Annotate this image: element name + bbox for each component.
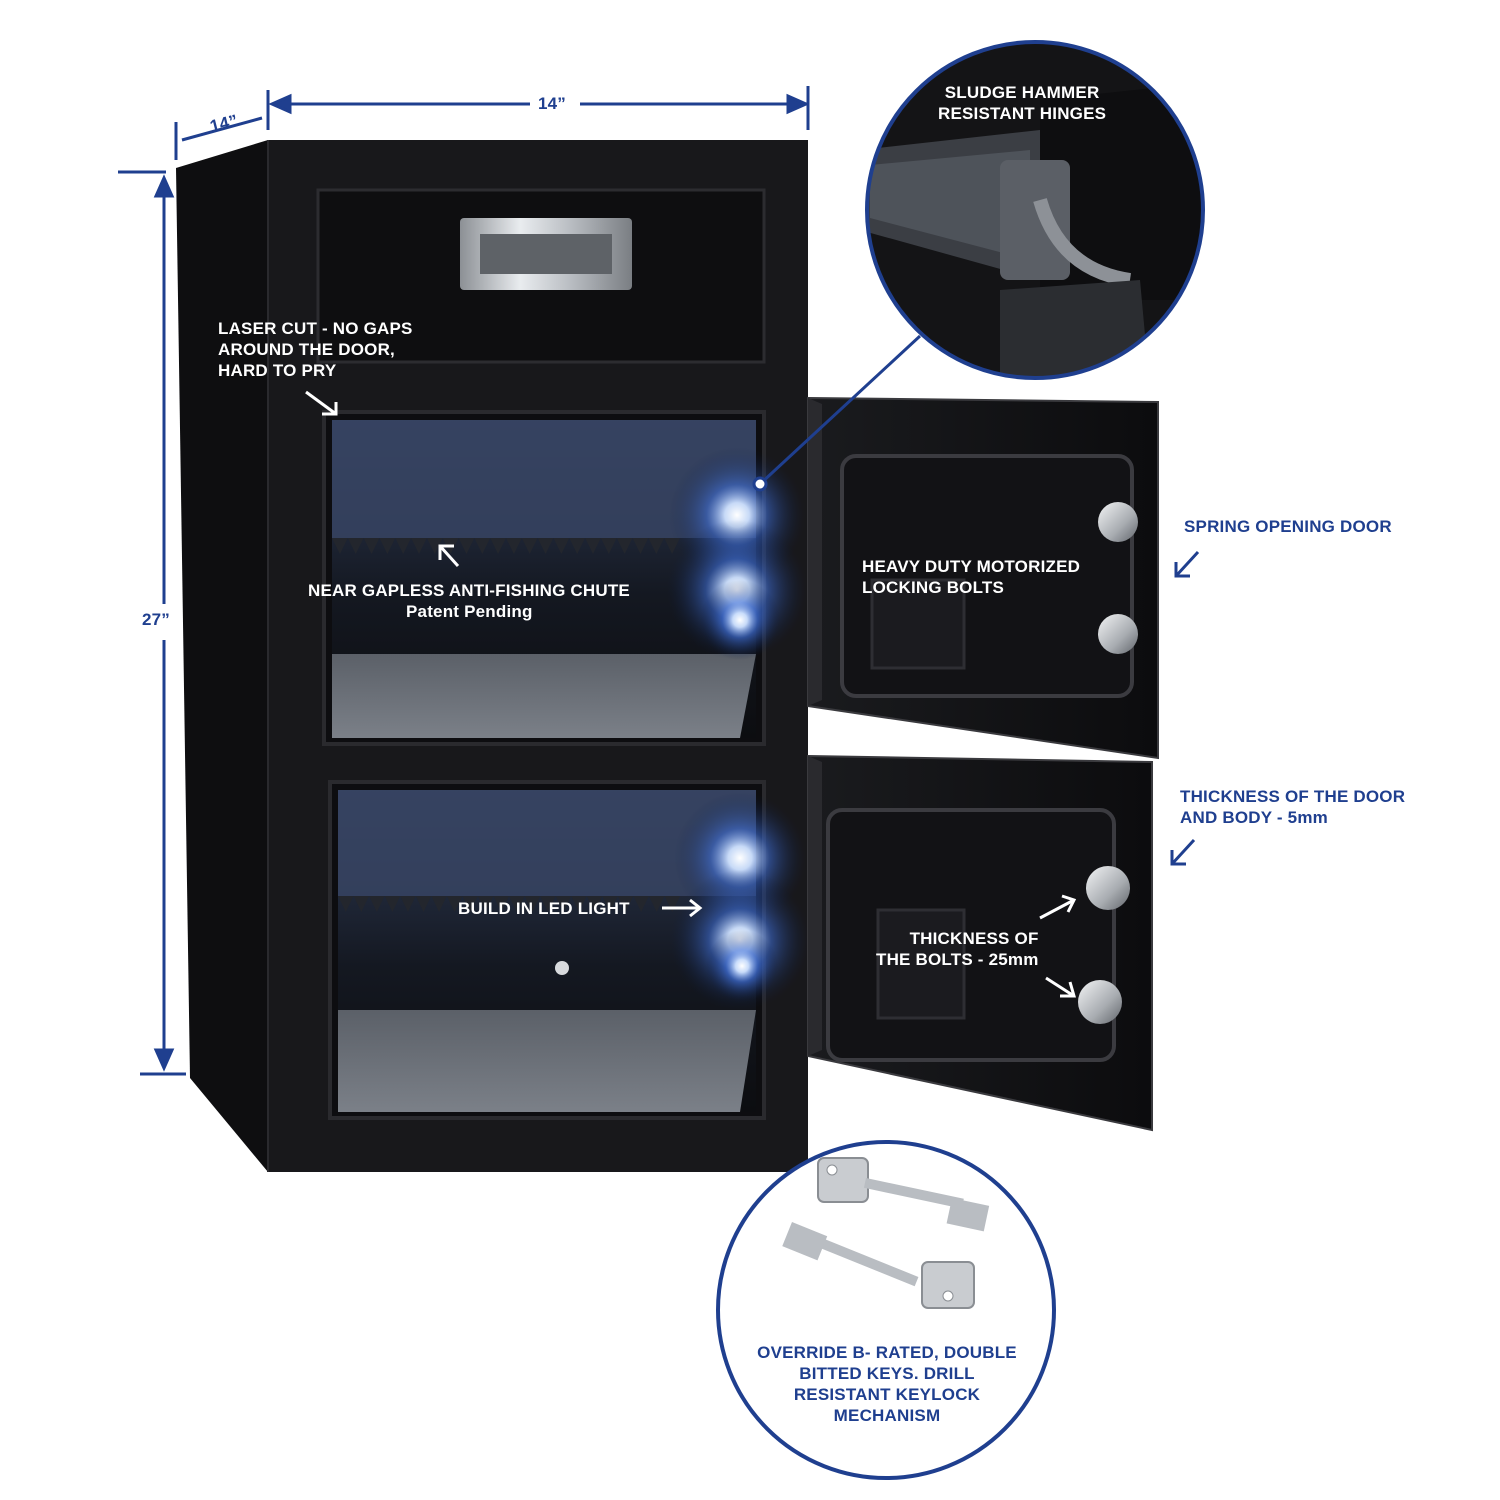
keys-callout: OVERRIDE B- RATED, DOUBLE BITTED KEYS. D… [757, 1343, 1017, 1425]
spring-door-callout: SPRING OPENING DOOR [1184, 517, 1392, 536]
lower-door[interactable] [807, 754, 1153, 1132]
bolt-thickness-callout: THICKNESS OF THE BOLTS - 25mm [876, 929, 1039, 969]
blue-arrows [1170, 550, 1200, 866]
key-icon [817, 1157, 990, 1232]
deposit-drawer[interactable] [316, 188, 766, 364]
height-dimension: 27” [142, 610, 171, 629]
width-dimension: 14” [538, 94, 567, 113]
laser-cut-callout: LASER CUT - NO GAPS AROUND THE DOOR, HAR… [218, 319, 413, 380]
locking-bolt [1086, 866, 1130, 910]
key-icon [782, 1222, 975, 1309]
hinge-detail-circle [865, 40, 1205, 380]
dimension-lines [118, 86, 810, 1076]
keys-detail-circle [716, 1140, 1056, 1480]
chute-callout: NEAR GAPLESS ANTI-FISHING CHUTE [308, 581, 630, 600]
locking-bolt [1098, 502, 1138, 542]
bolts-callout: HEAVY DUTY MOTORIZED LOCKING BOLTS [862, 557, 1081, 597]
hinges-callout: SLUDGE HAMMER RESISTANT HINGES [938, 83, 1107, 123]
patent-label: Patent Pending [406, 602, 533, 621]
locking-bolt [1098, 614, 1138, 654]
led-lights [667, 447, 810, 1010]
locking-bolt [1078, 980, 1122, 1024]
door-thickness-callout: THICKNESS OF THE DOOR AND BODY - 5mm [1180, 787, 1406, 827]
led-callout: BUILD IN LED LIGHT [458, 899, 630, 918]
upper-door[interactable] [807, 396, 1159, 760]
white-arrows [305, 390, 1077, 998]
hinge-connector [752, 334, 922, 492]
